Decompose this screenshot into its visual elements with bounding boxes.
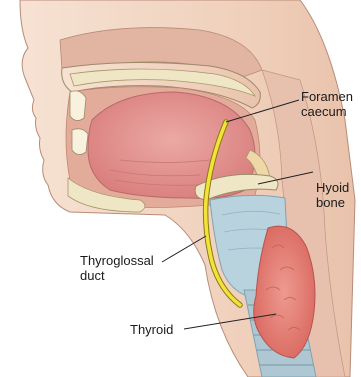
thyroid-gland bbox=[254, 226, 315, 358]
label-hyoid-bone: Hyoid bone bbox=[316, 180, 349, 210]
lower-teeth-icon bbox=[72, 129, 88, 155]
upper-teeth-icon bbox=[70, 91, 86, 121]
label-foramen-caecum: Foramen caecum bbox=[301, 89, 353, 119]
label-thyroid: Thyroid bbox=[130, 322, 173, 337]
label-thyroglossal-duct: Thyroglossal duct bbox=[80, 253, 154, 283]
